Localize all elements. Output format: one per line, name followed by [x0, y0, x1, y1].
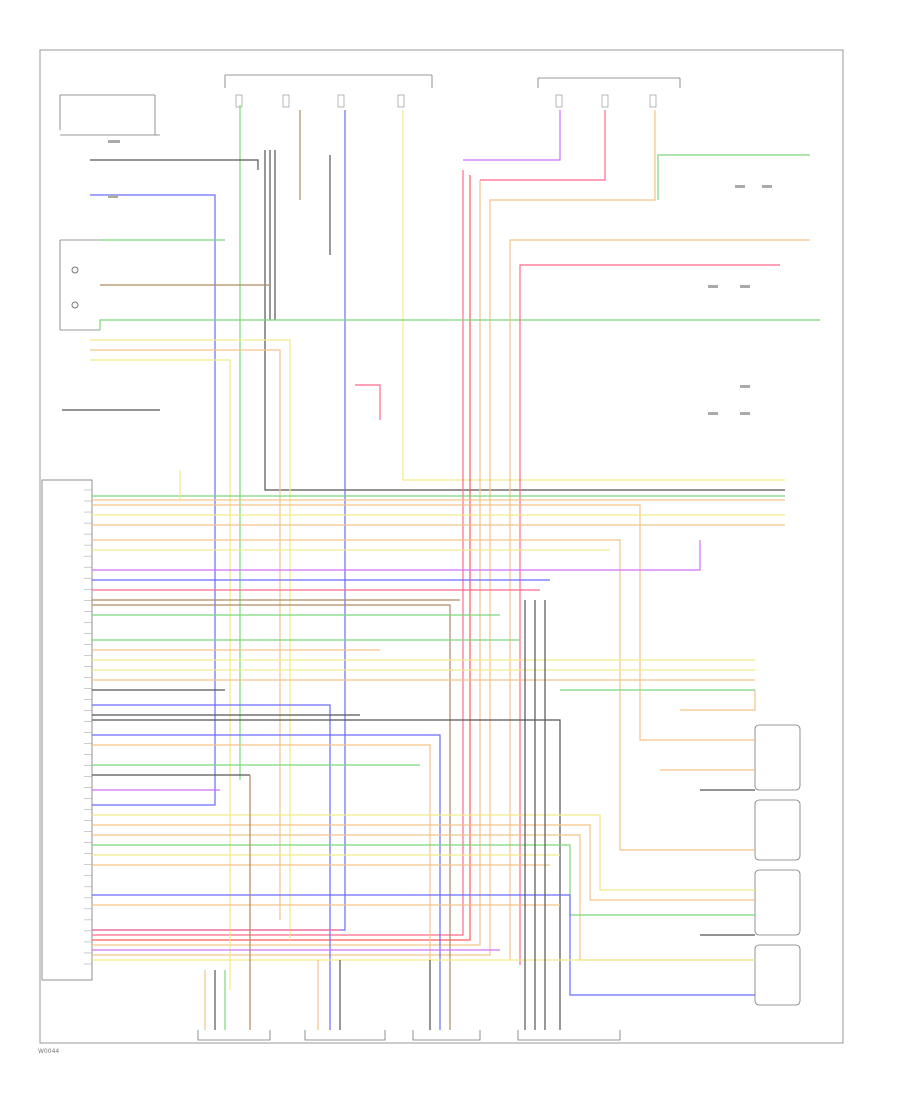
- diagram-frame: [39, 49, 844, 1044]
- wires: [62, 105, 820, 1030]
- fuse-panels: [224, 74, 681, 108]
- wire-labels: [108, 140, 772, 415]
- figure-code: W0044: [38, 1048, 60, 1055]
- bottom-sensors: [197, 1030, 621, 1041]
- ignition-switch: [59, 94, 160, 331]
- ecu-connector: [41, 479, 93, 981]
- wheel-speed-sensors: [754, 724, 801, 1006]
